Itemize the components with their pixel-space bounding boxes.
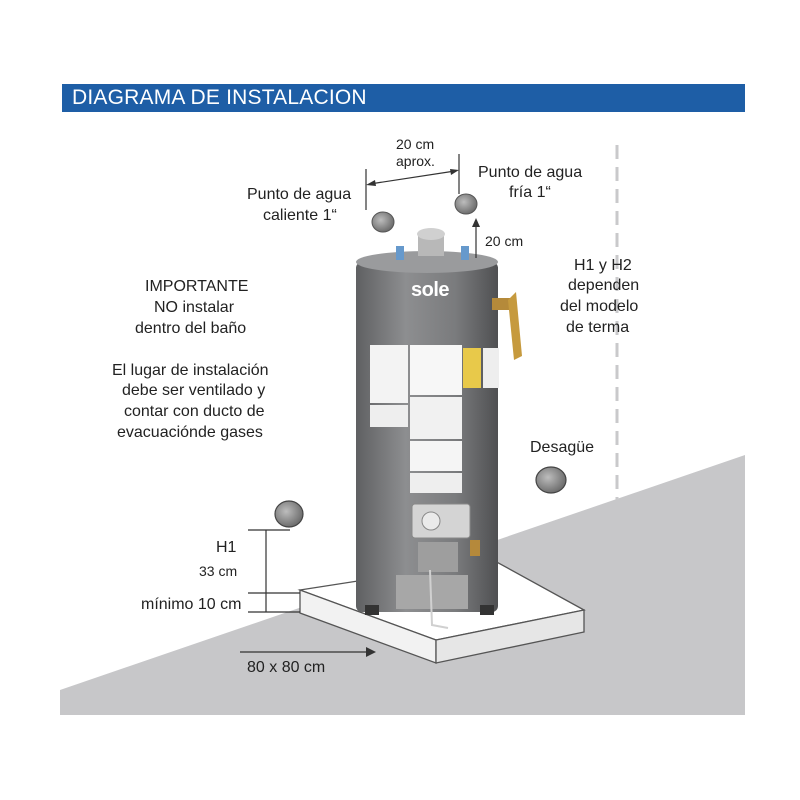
dim-vertical-label: 20 cm [485, 233, 524, 249]
h1-label: H1 [216, 539, 237, 556]
h1-value: 33 cm [199, 563, 238, 579]
minimum-label: mínimo 10 cm [141, 596, 242, 613]
place-line-1: El lugar de instalación [112, 362, 269, 379]
h-note-line-2: dependen [568, 277, 640, 294]
important-line-3: dentro del baño [135, 320, 247, 337]
dim-h1 [248, 529, 300, 613]
h-note-line-1: H1 y H2 [574, 257, 632, 274]
cold-water-label-a: Punto de agua [478, 164, 583, 181]
drain-pipe [535, 466, 567, 494]
important-line-1: IMPORTANTE [145, 278, 249, 295]
hot-water-label-a: Punto de agua [247, 186, 352, 203]
header-bar: DIAGRAMA DE INSTALACION [62, 84, 745, 112]
brand-logo: sole [411, 279, 450, 301]
diagram-title: DIAGRAMA DE INSTALACION [72, 86, 367, 109]
dim-top-horizontal [365, 154, 460, 210]
h-note-line-4: de terma [566, 319, 630, 336]
place-line-2: debe ser ventilado y [122, 382, 266, 399]
dim-top-label-a: 20 cm [396, 136, 435, 152]
cold-water-label-b: fría 1“ [509, 184, 551, 201]
cold-water-pipe [454, 193, 478, 215]
place-line-4: evacuaciónde gases [117, 424, 263, 441]
dim-base [240, 647, 376, 657]
gas-pipe [274, 500, 304, 528]
hot-water-label-b: caliente 1“ [263, 207, 337, 224]
h-note-line-3: del modelo [560, 298, 639, 315]
place-line-3: contar con ducto de [124, 403, 265, 420]
drain-label: Desagüe [530, 439, 595, 456]
important-line-2: NO instalar [154, 299, 235, 316]
water-heater [356, 228, 522, 629]
hot-water-pipe [371, 211, 395, 233]
base-size-label: 80 x 80 cm [247, 659, 326, 676]
dim-top-vertical [472, 218, 480, 258]
dim-top-label-b: aprox. [396, 153, 435, 169]
